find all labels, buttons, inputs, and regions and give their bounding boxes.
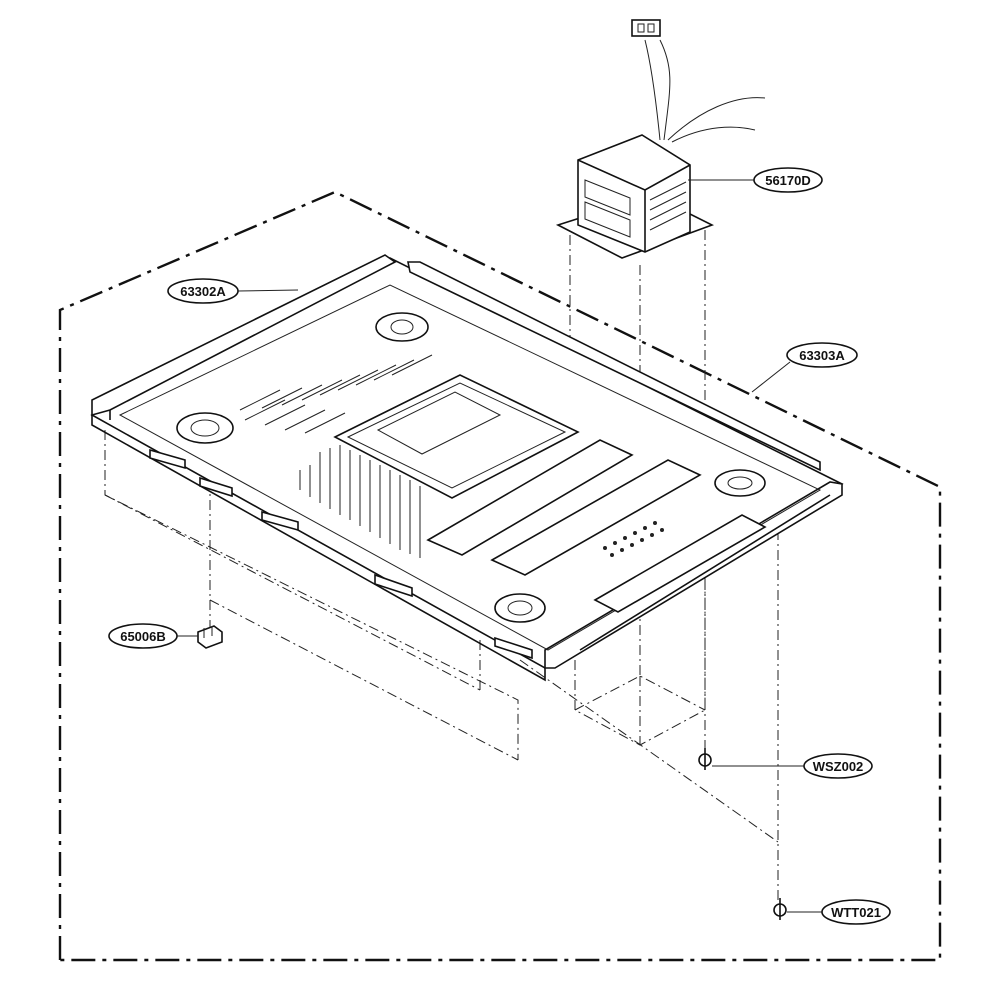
- transformer: [555, 19, 766, 259]
- vent-slots: [239, 354, 433, 558]
- callout-56170D: 56170D: [753, 167, 823, 193]
- callout-65006B: 65006B: [108, 623, 178, 649]
- callout-label: WTT021: [831, 905, 881, 920]
- callout-label: 63302A: [180, 284, 226, 299]
- leader-lines: [177, 179, 822, 913]
- callout-label: 56170D: [765, 173, 811, 188]
- assembly-frame: [58, 190, 942, 962]
- callout-label: 65006B: [120, 629, 166, 644]
- hole-grid: [603, 521, 664, 557]
- screw-wsz002: [698, 748, 712, 770]
- foot-part: [197, 625, 223, 649]
- callout-label: WSZ002: [813, 759, 864, 774]
- callout-WTT021: WTT021: [821, 899, 891, 925]
- callout-label: 63303A: [799, 348, 845, 363]
- callout-63302A: 63302A: [167, 278, 239, 304]
- screw-wtt021: [773, 898, 787, 920]
- callout-WSZ002: WSZ002: [803, 753, 873, 779]
- callout-63303A: 63303A: [786, 342, 858, 368]
- base-plate: [90, 254, 844, 682]
